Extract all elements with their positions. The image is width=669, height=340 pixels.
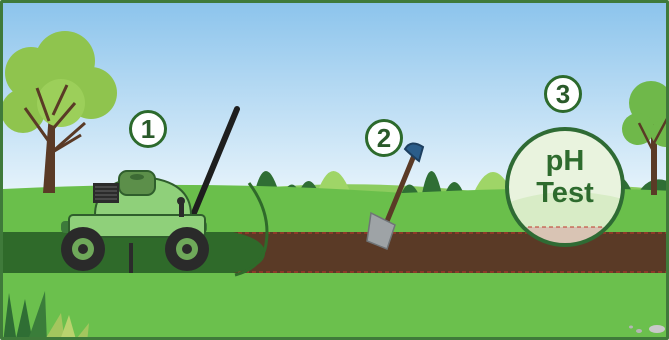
step-badge-1: 1 (129, 110, 167, 148)
step-badge-3: 3 (544, 75, 582, 113)
lawn-lower (3, 271, 669, 340)
ph-test-label: pH Test (508, 145, 622, 209)
ph-label-line1: pH (508, 145, 622, 177)
ph-label-line2: Test (508, 177, 622, 209)
mowed-lawn (3, 232, 265, 273)
step-badge-2: 2 (365, 119, 403, 157)
